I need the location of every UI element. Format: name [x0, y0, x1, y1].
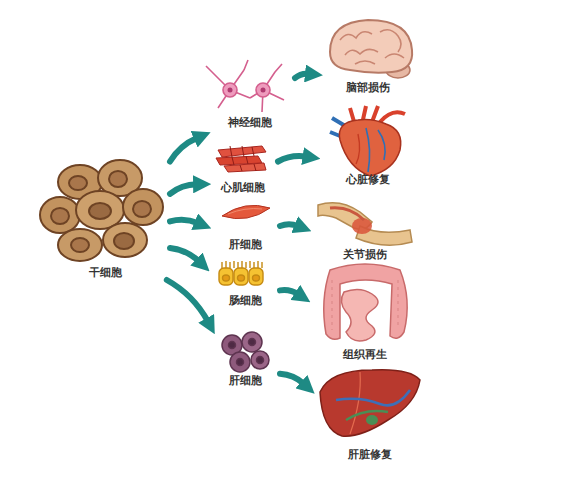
- flow-arrow: [170, 184, 197, 194]
- cell-type-node: 心肌细胞: [208, 140, 278, 195]
- liver-cells-part: [251, 351, 269, 369]
- liver-organ-part: [350, 372, 360, 434]
- organ-node: 组织再生: [310, 255, 420, 362]
- liver-cells-part: [237, 359, 244, 366]
- flow-arrow: [295, 74, 309, 78]
- heart-organ-part: [339, 120, 400, 177]
- flow-arrow: [280, 290, 298, 294]
- cell-type-node: 肝细胞: [210, 330, 280, 388]
- stem-cell-cluster-part: [103, 223, 147, 257]
- spindle-cells-part: [222, 205, 270, 218]
- liver-cells: [222, 332, 269, 372]
- stem-cell-cluster-part: [123, 189, 163, 225]
- node-label: 心肌细胞: [208, 181, 278, 195]
- neuron-cells-part: [206, 60, 250, 108]
- liver-cells-part: [249, 339, 256, 346]
- intestine-organ: [324, 264, 407, 341]
- stem-cell-cluster-part: [89, 203, 111, 219]
- spindle-cells: [222, 205, 270, 218]
- flow-arrow: [170, 248, 199, 262]
- flow-arrow: [280, 374, 304, 384]
- heart-organ: [330, 106, 405, 176]
- flow-arrow: [280, 224, 298, 226]
- intestinal-cells-part: [249, 268, 263, 285]
- joint-organ: [318, 203, 412, 246]
- liver-cells-part: [229, 342, 236, 349]
- flow-arrow: [167, 280, 208, 322]
- flow-arrow: [278, 156, 306, 161]
- node-label: 肝脏修复: [315, 448, 425, 462]
- liver-cells-part: [257, 357, 264, 364]
- node-label: 神经细胞: [205, 116, 295, 130]
- liver-organ-part: [366, 415, 378, 425]
- brain-organ-part: [340, 30, 404, 64]
- stem-cell-cluster-part: [109, 171, 127, 187]
- intestinal-cells-part: [219, 268, 233, 285]
- intestinal-cells-part: [222, 261, 262, 268]
- flow-arrow: [170, 138, 197, 162]
- stem-cell-cluster-part: [133, 201, 151, 217]
- stem-cell-node: 干细胞: [40, 155, 170, 280]
- intestine-organ-part: [332, 280, 398, 330]
- cardiac-muscle-cells-part: [224, 163, 266, 172]
- cell-type-node: 肝细胞: [210, 200, 280, 252]
- node-label: 干细胞: [40, 266, 170, 280]
- stem-cell-cluster-part: [69, 176, 87, 190]
- intestinal-cells-part: [234, 268, 248, 285]
- intestinal-cells-part: [223, 275, 230, 281]
- stem-cell-cluster-part: [114, 233, 134, 249]
- neuron-cells: [206, 60, 284, 112]
- heart-organ-part: [356, 134, 360, 164]
- intestine-organ-part: [341, 289, 378, 341]
- node-label: 脑部损伤: [320, 81, 415, 95]
- liver-organ-part: [320, 370, 420, 436]
- intestinal-cells-part: [238, 275, 245, 281]
- stem-cell-cluster-part: [40, 197, 80, 233]
- joint-organ-part: [352, 218, 372, 234]
- cell-type-node: 神经细胞: [205, 55, 295, 130]
- neuron-cells-part: [223, 83, 237, 97]
- node-label: 肝细胞: [210, 238, 280, 252]
- neuron-cells-part: [228, 88, 233, 93]
- node-label: 组织再生: [310, 348, 420, 362]
- node-label: 关节损伤: [310, 248, 420, 262]
- heart-organ-part: [366, 128, 385, 172]
- cardiac-muscle-cells: [216, 146, 266, 172]
- flow-arrow: [170, 220, 198, 223]
- liver-cells-part: [230, 352, 250, 372]
- neuron-cells-part: [250, 64, 284, 112]
- liver-cells-part: [242, 332, 262, 352]
- brain-organ-part: [330, 20, 412, 73]
- liver-organ-part: [336, 390, 410, 405]
- intestinal-cells: [219, 261, 263, 285]
- organ-node: 脑部损伤: [320, 15, 415, 95]
- node-label: 心脏修复: [318, 173, 418, 187]
- stem-cell-cluster-part: [71, 238, 89, 252]
- organ-node: 关节损伤: [310, 190, 420, 262]
- node-label: 肝细胞: [210, 374, 280, 388]
- stem-cell-cluster-part: [58, 229, 102, 261]
- stem-cell-cluster-part: [51, 208, 69, 224]
- cell-type-node: 肠细胞: [210, 258, 280, 308]
- organ-node: 心脏修复: [318, 105, 418, 187]
- organ-node: 肝脏修复: [315, 362, 425, 462]
- neuron-cells-part: [256, 83, 270, 97]
- spindle-cells-part: [228, 209, 262, 214]
- liver-organ: [320, 370, 420, 436]
- stem-cell-cluster: [40, 160, 163, 261]
- intestinal-cells-part: [253, 275, 260, 281]
- cardiac-muscle-cells-part: [230, 146, 256, 171]
- brain-organ: [330, 20, 412, 78]
- joint-organ-part: [330, 208, 364, 220]
- neuron-cells-part: [261, 88, 266, 93]
- node-label: 肠细胞: [210, 294, 280, 308]
